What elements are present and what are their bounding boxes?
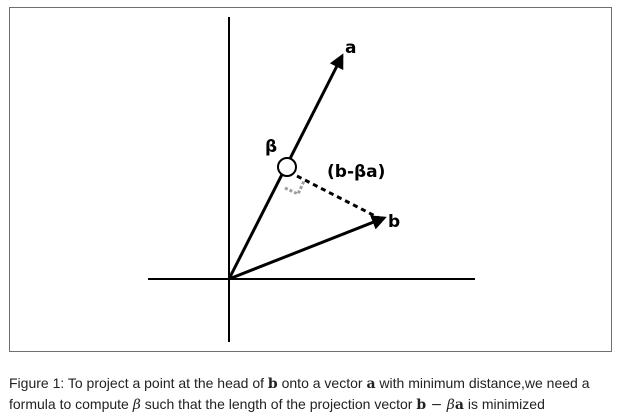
vector-b: [228, 215, 387, 281]
caption-symbol-b: b: [267, 376, 278, 392]
caption-expr-beta: β: [446, 397, 455, 413]
figure-frame: [9, 7, 612, 352]
caption-text: such that the length of the projection v…: [140, 396, 417, 412]
difference-vector: [296, 174, 382, 221]
caption-expr-a: a: [454, 397, 464, 413]
caption-symbol-a: a: [366, 376, 376, 392]
caption-expr-b: b: [416, 397, 427, 413]
vector-a-label: a: [345, 38, 356, 58]
right-angle-marker: [284, 180, 306, 196]
caption-symbol-beta: β: [132, 397, 141, 413]
beta-label: β: [265, 137, 277, 157]
difference-label: (b-βa): [327, 162, 385, 182]
caption-text: onto a vector: [277, 375, 367, 391]
projection-diagram: a b β (b-βa): [148, 17, 475, 342]
caption-text: is minimized: [463, 396, 545, 412]
caption-text: Figure 1: To project a point at the head…: [9, 375, 268, 391]
figure-caption: Figure 1: To project a point at the head…: [9, 373, 619, 415]
caption-text: with minimum distance,we need a formula …: [9, 375, 590, 412]
projection-point: [277, 157, 297, 177]
vector-b-label: b: [388, 212, 400, 232]
caption-expr-minus: −: [426, 397, 447, 413]
